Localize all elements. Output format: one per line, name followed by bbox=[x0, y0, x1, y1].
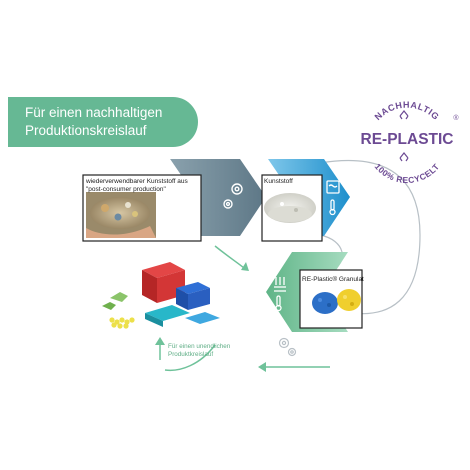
badge-top-text: NACHHALTIG bbox=[373, 100, 442, 122]
washing-icon bbox=[326, 180, 340, 216]
cycle-label: Für einen unendlichen Produktkreislauf bbox=[168, 343, 230, 359]
melting-icon bbox=[274, 277, 286, 312]
cycle-gears-icon bbox=[278, 337, 297, 357]
badge-registered-mark: ® bbox=[453, 114, 459, 122]
plastic-waste-photo bbox=[86, 192, 156, 238]
plastic-products-photo bbox=[102, 262, 220, 329]
cycle-label-line-1: Für einen unendlichen bbox=[168, 343, 231, 350]
step-1-label-line-1: wiederverwendbarer Kunststoff aus bbox=[86, 178, 188, 185]
cycle-arrow-bottom bbox=[258, 362, 330, 372]
step-2-label: Kunststoff bbox=[264, 178, 293, 185]
title-line-1: Für einen nachhaltigen bbox=[25, 105, 163, 120]
flow-arrow-down bbox=[214, 245, 249, 271]
recycle-icon bbox=[399, 152, 409, 162]
step-1-label-line-2: "post-consumer production" bbox=[86, 186, 166, 193]
re-plastic-badge: NACHHALTIG RE-PLASTIC ® 100% RECYCELT bbox=[361, 100, 460, 185]
granulate-photo bbox=[312, 289, 361, 314]
loop-line-top bbox=[319, 159, 421, 315]
step-3-label: RE-Plastic® Granulat bbox=[302, 276, 364, 283]
plastic-flakes-photo bbox=[264, 193, 316, 223]
badge-main-text: RE-PLASTIC bbox=[361, 131, 454, 148]
badge-bottom-text: 100% RECYCELT bbox=[373, 161, 442, 185]
title-banner: Für einen nachhaltigen Produktionskreisl… bbox=[8, 97, 198, 147]
cycle-arrow-left bbox=[155, 337, 216, 372]
recycle-icon bbox=[399, 110, 409, 120]
title-line-2: Produktionskreislauf bbox=[25, 123, 147, 138]
gears-icon bbox=[223, 183, 243, 209]
step-1-label: wiederverwendbarer Kunststoff aus "post-… bbox=[86, 178, 188, 194]
cycle-label-line-2: Produktkreislauf bbox=[168, 351, 214, 358]
